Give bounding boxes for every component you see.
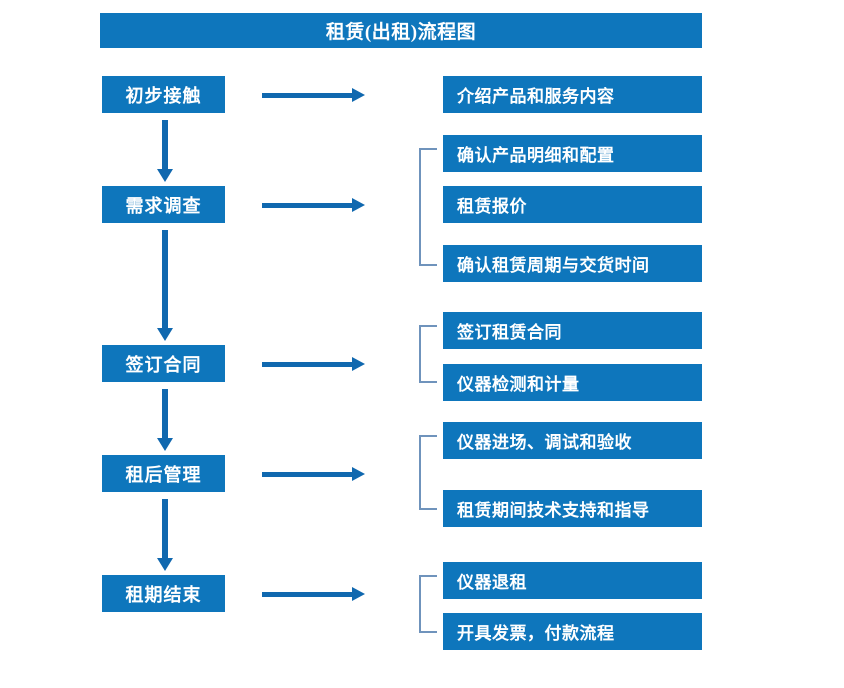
down-arrow-icon-4 (155, 499, 175, 571)
arrow-shaft (162, 230, 168, 328)
stage-box-5[interactable]: 租期结束 (102, 575, 225, 612)
right-arrow-icon-4 (262, 467, 365, 481)
detail-box-4[interactable]: 确认租赁周期与交货时间 (443, 245, 702, 282)
arrow-shaft (262, 203, 354, 208)
arrow-shaft (262, 93, 354, 98)
arrow-head (157, 328, 173, 341)
down-arrow-icon-3 (155, 389, 175, 451)
page-title: 租赁(出租)流程图 (100, 13, 702, 48)
stage-box-1[interactable]: 初步接触 (102, 76, 225, 113)
arrow-head (157, 558, 173, 571)
arrow-shaft (162, 120, 168, 169)
stage-box-4[interactable]: 租后管理 (102, 455, 225, 492)
right-arrow-icon-5 (262, 587, 365, 601)
arrow-shaft (262, 592, 354, 597)
arrow-head (352, 467, 365, 481)
detail-box-7[interactable]: 仪器进场、调试和验收 (443, 422, 702, 459)
detail-box-2[interactable]: 确认产品明细和配置 (443, 135, 702, 172)
arrow-head (157, 169, 173, 182)
down-arrow-icon-2 (155, 230, 175, 341)
right-arrow-icon-2 (262, 198, 365, 212)
detail-box-1[interactable]: 介绍产品和服务内容 (443, 76, 702, 113)
arrow-head (157, 438, 173, 451)
arrow-shaft (162, 389, 168, 438)
detail-box-10[interactable]: 开具发票，付款流程 (443, 613, 702, 650)
detail-box-5[interactable]: 签订租赁合同 (443, 312, 702, 349)
stage-box-2[interactable]: 需求调查 (102, 186, 225, 223)
detail-box-9[interactable]: 仪器退租 (443, 562, 702, 599)
detail-box-6[interactable]: 仪器检测和计量 (443, 364, 702, 401)
group-bracket-icon-1 (419, 148, 437, 266)
right-arrow-icon-1 (262, 88, 365, 102)
arrow-shaft (262, 362, 354, 367)
group-bracket-icon-2 (419, 325, 437, 383)
detail-box-8[interactable]: 租赁期间技术支持和指导 (443, 490, 702, 527)
stage-box-3[interactable]: 签订合同 (102, 345, 225, 382)
right-arrow-icon-3 (262, 357, 365, 371)
group-bracket-icon-4 (419, 575, 437, 633)
arrow-head (352, 587, 365, 601)
arrow-head (352, 88, 365, 102)
detail-box-3[interactable]: 租赁报价 (443, 186, 702, 223)
arrow-shaft (162, 499, 168, 558)
arrow-head (352, 357, 365, 371)
group-bracket-icon-3 (419, 435, 437, 510)
down-arrow-icon-1 (155, 120, 175, 182)
arrow-head (352, 198, 365, 212)
arrow-shaft (262, 472, 354, 477)
